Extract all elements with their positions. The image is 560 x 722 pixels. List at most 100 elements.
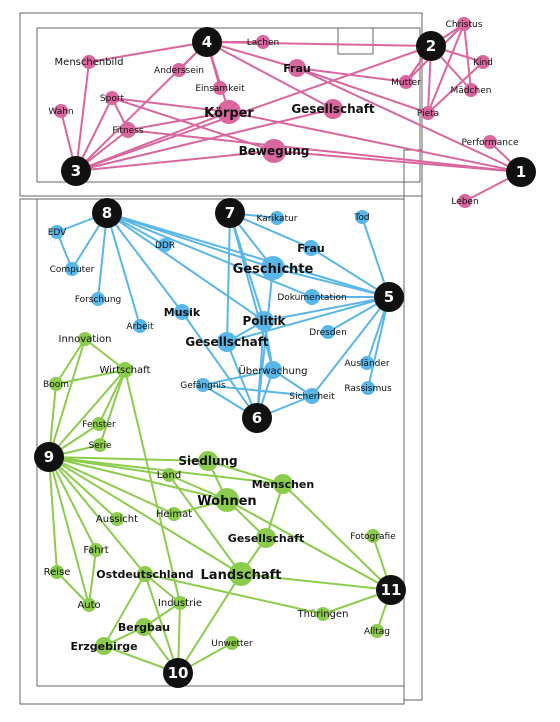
- node-politik: Politik: [242, 311, 287, 331]
- node-thueringen: Thüringen: [297, 607, 349, 621]
- hub-number: 8: [102, 204, 112, 222]
- node-dot: [304, 289, 320, 305]
- hub-9: 9: [34, 442, 64, 472]
- node-label: Anderssein: [154, 66, 204, 76]
- node-label: Computer: [50, 265, 95, 275]
- node-dot: [464, 83, 478, 97]
- node-label: Dresden: [309, 328, 347, 338]
- node-dot: [256, 528, 276, 548]
- node-dot: [172, 63, 186, 77]
- node-bergbau: Bergbau: [118, 618, 170, 636]
- edge-h9-reise: [48, 456, 58, 573]
- frame-small-box: [337, 27, 374, 55]
- node-lachen: Lachen: [247, 35, 279, 49]
- node-label: Leben: [451, 197, 478, 207]
- node-menschen: Menschen: [252, 474, 314, 494]
- node-label: DDR: [155, 241, 175, 251]
- node-label: Gesellschaft: [228, 532, 304, 545]
- node-sicherheit: Sicherheit: [289, 388, 335, 404]
- edge-h4-gesellschaft1: [206, 41, 334, 110]
- node-dot: [360, 356, 374, 370]
- hub-number: 9: [44, 448, 54, 466]
- edge-fitness-koerper: [127, 111, 230, 131]
- edge-h4-h3: [75, 41, 208, 172]
- hub-1: 1: [506, 157, 536, 187]
- hub-5: 5: [374, 282, 404, 312]
- node-label: Thüringen: [297, 609, 349, 620]
- edge-h8-dokumentation: [106, 212, 313, 298]
- node-anderssein: Anderssein: [154, 63, 204, 77]
- hub-number: 2: [426, 37, 436, 55]
- node-industrie: Industrie: [158, 596, 202, 610]
- edge-h3-menschenbild: [75, 61, 90, 172]
- node-label: Performance: [461, 138, 518, 148]
- node-computer: Computer: [50, 262, 95, 276]
- node-heimat: Heimat: [156, 507, 192, 521]
- edge-h9-wohnen: [48, 456, 228, 501]
- node-edv: EDV: [48, 225, 67, 239]
- node-gesellschaft1: Gesellschaft: [291, 99, 375, 119]
- hub-number: 7: [225, 204, 235, 222]
- node-dot: [213, 81, 227, 95]
- node-dot: [264, 361, 282, 379]
- node-dot: [117, 362, 133, 378]
- node-wirtschaft: Wirtschaft: [100, 362, 151, 378]
- edge-h9-wirtschaft: [48, 369, 126, 458]
- node-label: Bewegung: [239, 144, 310, 158]
- node-dot: [137, 566, 153, 582]
- node-alltag: Alltag: [364, 624, 390, 638]
- edge-h8-arbeit: [106, 212, 141, 327]
- node-dot: [105, 91, 119, 105]
- node-dot: [120, 122, 136, 138]
- node-label: Gefängnis: [180, 381, 226, 391]
- node-ostdeutschland: Ostdeutschland: [96, 566, 194, 582]
- node-label: Aussicht: [96, 514, 138, 525]
- node-dot: [95, 637, 113, 655]
- node-label: Frau: [283, 62, 311, 75]
- edge-h10-ostdeutschland: [144, 573, 179, 674]
- node-label: Innovation: [59, 334, 112, 345]
- node-dot: [50, 225, 64, 239]
- node-dot: [225, 636, 239, 650]
- node-label: Rassismus: [344, 384, 392, 394]
- edge-frau1-h1: [296, 67, 522, 173]
- node-dot: [217, 332, 237, 352]
- node-dot: [483, 135, 497, 149]
- edge-h5-geschichte: [272, 267, 390, 298]
- node-tod: Tod: [353, 210, 370, 224]
- node-dot: [361, 381, 375, 395]
- node-dot: [262, 139, 286, 163]
- node-dot: [158, 238, 172, 252]
- node-label: Landschaft: [201, 568, 282, 583]
- node-label: Fenster: [82, 420, 116, 430]
- edge-h8-h5: [106, 212, 390, 298]
- node-koerper: Körper: [204, 100, 254, 124]
- edge-fitness-h1: [127, 129, 522, 173]
- node-label: Erzgebirge: [70, 640, 137, 653]
- hub-number: 11: [381, 581, 402, 599]
- node-auto: Auto: [77, 598, 101, 612]
- hub-circle: [374, 282, 404, 312]
- node-label: Tod: [353, 213, 369, 223]
- node-dot: [261, 256, 285, 280]
- node-menschenbild: Menschenbild: [55, 55, 124, 69]
- hub-10: 10: [163, 658, 193, 688]
- node-dot: [254, 311, 274, 331]
- hub-circle: [376, 575, 406, 605]
- node-label: Menschenbild: [55, 57, 124, 68]
- hub-11: 11: [376, 575, 406, 605]
- node-label: Lachen: [247, 38, 279, 48]
- node-label: Sport: [100, 94, 125, 104]
- hub-2: 2: [416, 31, 446, 61]
- edge-ostdeutschland-erzgebirge: [103, 573, 146, 647]
- edge-innovation-wirtschaft: [84, 338, 126, 371]
- edge-frau1-pieta: [296, 67, 429, 114]
- node-label: Körper: [204, 106, 254, 121]
- node-label: Gesellschaft: [291, 102, 375, 116]
- node-wohnen: Wohnen: [197, 488, 257, 512]
- node-dot: [167, 507, 181, 521]
- edge-land-landschaft: [168, 474, 242, 575]
- node-label: Einsamkeit: [195, 84, 245, 94]
- node-fotografie: Fotografie: [350, 529, 396, 543]
- node-fenster: Fenster: [82, 417, 116, 431]
